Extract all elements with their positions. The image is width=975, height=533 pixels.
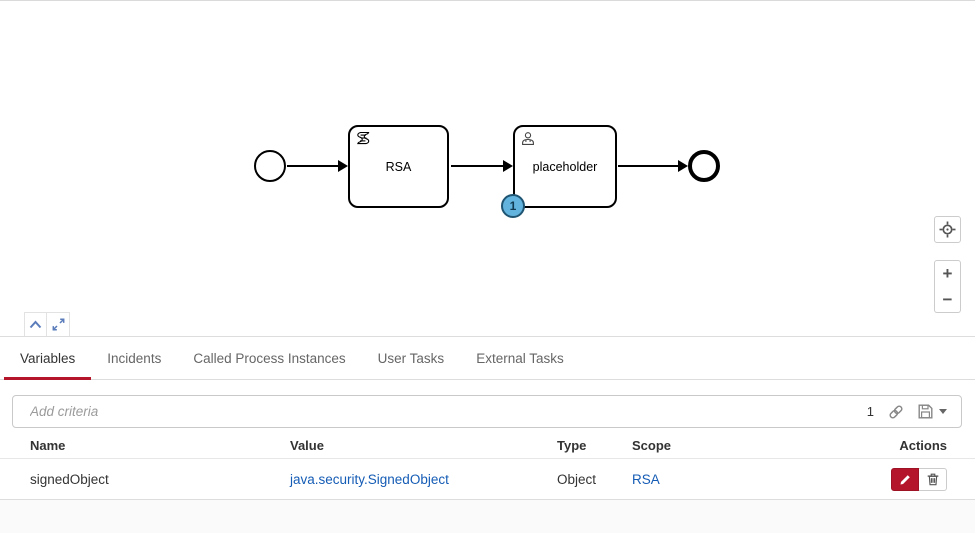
tab-label: User Tasks bbox=[377, 350, 445, 366]
variable-actions-cell bbox=[891, 467, 947, 491]
tab-user-tasks[interactable]: User Tasks bbox=[362, 337, 461, 379]
panel-collapse-button[interactable] bbox=[24, 312, 47, 336]
zoom-in-button[interactable]: + bbox=[934, 260, 961, 287]
zoom-out-button[interactable]: − bbox=[934, 286, 961, 313]
caret-down-icon bbox=[939, 409, 947, 414]
detail-tab-bar: Variables Incidents Called Process Insta… bbox=[0, 336, 975, 380]
column-header-value: Value bbox=[290, 437, 324, 453]
filter-bar: 1 bbox=[12, 395, 962, 428]
center-viewport-button[interactable] bbox=[934, 216, 961, 243]
tab-label: External Tasks bbox=[476, 350, 564, 366]
minus-icon: − bbox=[942, 289, 953, 309]
tab-external-tasks[interactable]: External Tasks bbox=[460, 337, 580, 379]
bpmn-diagram-canvas[interactable]: RSA placeholder 1 bbox=[0, 1, 975, 335]
floppy-disk-icon bbox=[918, 404, 933, 419]
tab-called-process-instances[interactable]: Called Process Instances bbox=[177, 337, 361, 379]
bpmn-script-task-rsa[interactable]: RSA bbox=[348, 125, 449, 208]
task-label: RSA bbox=[385, 159, 412, 174]
column-header-type: Type bbox=[557, 437, 587, 453]
variable-name-cell: signedObject bbox=[30, 471, 109, 487]
sequence-flow-3 bbox=[618, 165, 679, 167]
sequence-flow-2 bbox=[451, 165, 504, 167]
bpmn-end-event[interactable] bbox=[688, 150, 720, 182]
panel-maximize-button[interactable] bbox=[47, 312, 70, 336]
result-count: 1 bbox=[866, 404, 874, 419]
variable-row: signedObject java.security.SignedObject … bbox=[0, 459, 975, 500]
tab-label: Incidents bbox=[107, 350, 162, 366]
sequence-flow-arrowhead-icon bbox=[503, 160, 513, 172]
crosshair-icon bbox=[939, 221, 956, 238]
pencil-icon bbox=[899, 473, 912, 486]
save-filter-button[interactable] bbox=[918, 404, 947, 419]
sequence-flow-arrowhead-icon bbox=[338, 160, 348, 172]
trash-icon bbox=[926, 472, 940, 486]
add-criteria-input[interactable] bbox=[13, 404, 867, 419]
script-task-icon bbox=[355, 131, 371, 147]
bpmn-user-task-placeholder[interactable]: placeholder bbox=[513, 125, 617, 208]
delete-variable-button[interactable] bbox=[919, 467, 947, 491]
bottom-filler bbox=[0, 500, 975, 533]
activity-instance-badge: 1 bbox=[501, 194, 525, 218]
tab-label: Variables bbox=[20, 350, 76, 366]
sequence-flow-arrowhead-icon bbox=[678, 160, 688, 172]
panel-toggle-group bbox=[24, 312, 70, 336]
edit-variable-button[interactable] bbox=[891, 467, 919, 491]
tab-label: Called Process Instances bbox=[193, 350, 346, 366]
chain-link-icon bbox=[888, 404, 904, 420]
task-label: placeholder bbox=[532, 159, 598, 174]
column-header-name: Name bbox=[30, 437, 66, 453]
sequence-flow-1 bbox=[287, 165, 339, 167]
bpmn-start-event[interactable] bbox=[254, 150, 286, 182]
column-header-scope: Scope bbox=[632, 437, 672, 453]
chevron-up-icon bbox=[29, 320, 42, 329]
variable-value-link[interactable]: java.security.SignedObject bbox=[290, 471, 449, 487]
variable-type-cell: Object bbox=[557, 471, 597, 487]
variables-table-header: Name Value Type Scope Actions bbox=[0, 432, 975, 459]
tab-incidents[interactable]: Incidents bbox=[91, 337, 177, 379]
copy-link-button[interactable] bbox=[888, 404, 904, 420]
column-header-actions: Actions bbox=[899, 437, 947, 453]
top-divider bbox=[0, 0, 975, 1]
diagonal-arrows-icon bbox=[52, 318, 65, 331]
plus-icon: + bbox=[942, 264, 953, 283]
user-task-icon bbox=[520, 131, 536, 147]
variable-scope-link[interactable]: RSA bbox=[632, 471, 660, 487]
tab-variables[interactable]: Variables bbox=[4, 337, 92, 380]
